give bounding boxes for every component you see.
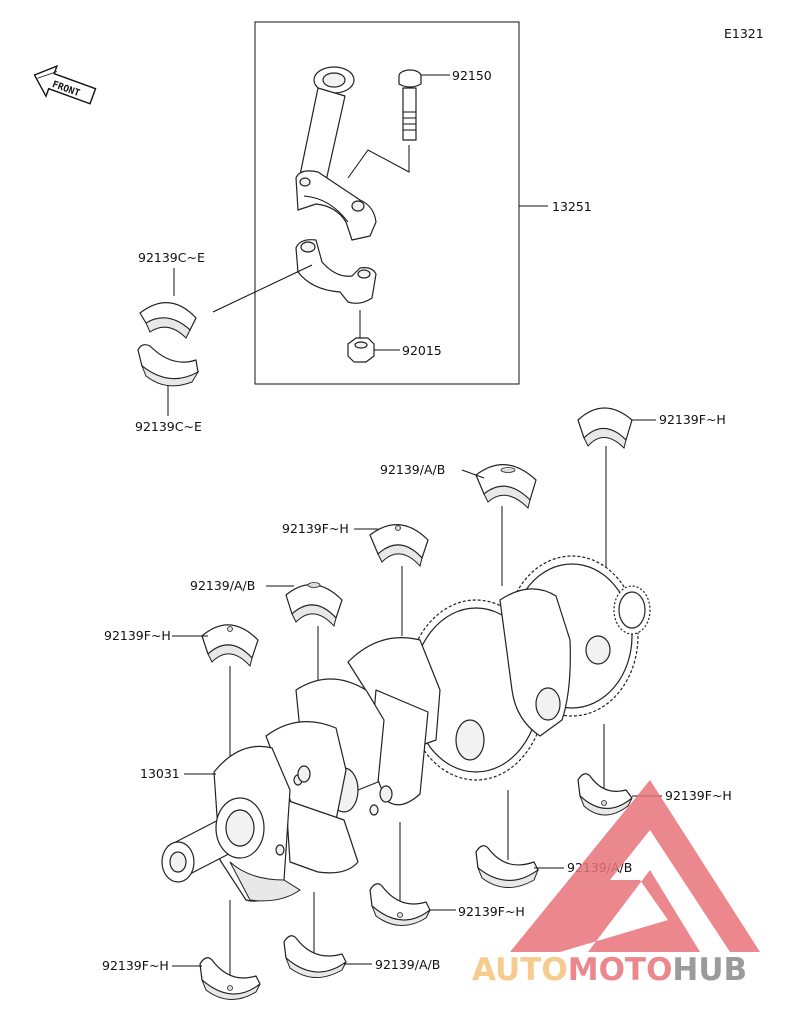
watermark-auto: AUTO bbox=[472, 952, 568, 988]
label-bearing-conrod-bottom: 92139C~E bbox=[135, 419, 202, 434]
watermark-hub: HUB bbox=[672, 952, 747, 988]
conrod-bearing-lower bbox=[137, 344, 200, 387]
label-main-bearing-ab-left: 92139/A/B bbox=[190, 578, 255, 593]
watermark-triangle-icon bbox=[510, 780, 760, 952]
main-bearing-fh-lower-left bbox=[199, 957, 261, 1000]
main-bearing-ab-lower-right bbox=[475, 845, 540, 888]
main-bearing-ab-lower-mid bbox=[283, 935, 347, 978]
watermark-moto: MOTO bbox=[568, 952, 673, 988]
main-bearing-fh-lower-right bbox=[577, 773, 633, 816]
main-bearing-fh-left bbox=[201, 624, 259, 668]
front-arrow-icon: FRONT bbox=[33, 64, 97, 105]
label-main-bearing-fh-lower-left: 92139F~H bbox=[102, 958, 169, 973]
label-main-bearing-fh-lower-right: 92139F~H bbox=[665, 788, 732, 803]
conrod-assembly-box bbox=[254, 21, 520, 385]
label-nut: 92015 bbox=[402, 343, 442, 358]
conrod-cap bbox=[295, 239, 377, 304]
main-bearing-fh-upper-mid bbox=[369, 524, 429, 568]
label-crankshaft: 13031 bbox=[140, 766, 180, 781]
crankshaft bbox=[161, 555, 651, 902]
label-main-bearing-fh-lower-mid: 92139F~H bbox=[458, 904, 525, 919]
main-bearing-fh-top-right bbox=[577, 407, 633, 449]
label-bearing-conrod-top: 92139C~E bbox=[138, 250, 205, 265]
label-main-bearing-ab-lower-mid: 92139/A/B bbox=[375, 957, 440, 972]
connecting-rod bbox=[295, 66, 377, 241]
svg-text:AUTOMOTOHUB: AUTOMOTOHUB bbox=[472, 952, 747, 988]
label-main-bearing-fh-upper-mid: 92139F~H bbox=[282, 521, 349, 536]
watermark-logo: AUTOMOTOHUB bbox=[472, 780, 760, 988]
main-bearing-ab-top-mid bbox=[475, 464, 537, 509]
label-main-bearing-fh-left: 92139F~H bbox=[104, 628, 171, 643]
label-conrod-assy: 13251 bbox=[552, 199, 592, 214]
label-main-bearing-ab-top-mid: 92139/A/B bbox=[380, 462, 445, 477]
label-bolt: 92150 bbox=[452, 68, 492, 83]
nut bbox=[347, 337, 375, 363]
conrod-bearing-upper bbox=[139, 302, 197, 339]
bolt bbox=[398, 69, 422, 141]
diagram-code: E1321 bbox=[724, 26, 764, 41]
main-bearing-fh-lower-mid bbox=[369, 883, 431, 926]
main-bearing-ab-left bbox=[285, 582, 343, 628]
label-main-bearing-fh-top-right: 92139F~H bbox=[659, 412, 726, 427]
